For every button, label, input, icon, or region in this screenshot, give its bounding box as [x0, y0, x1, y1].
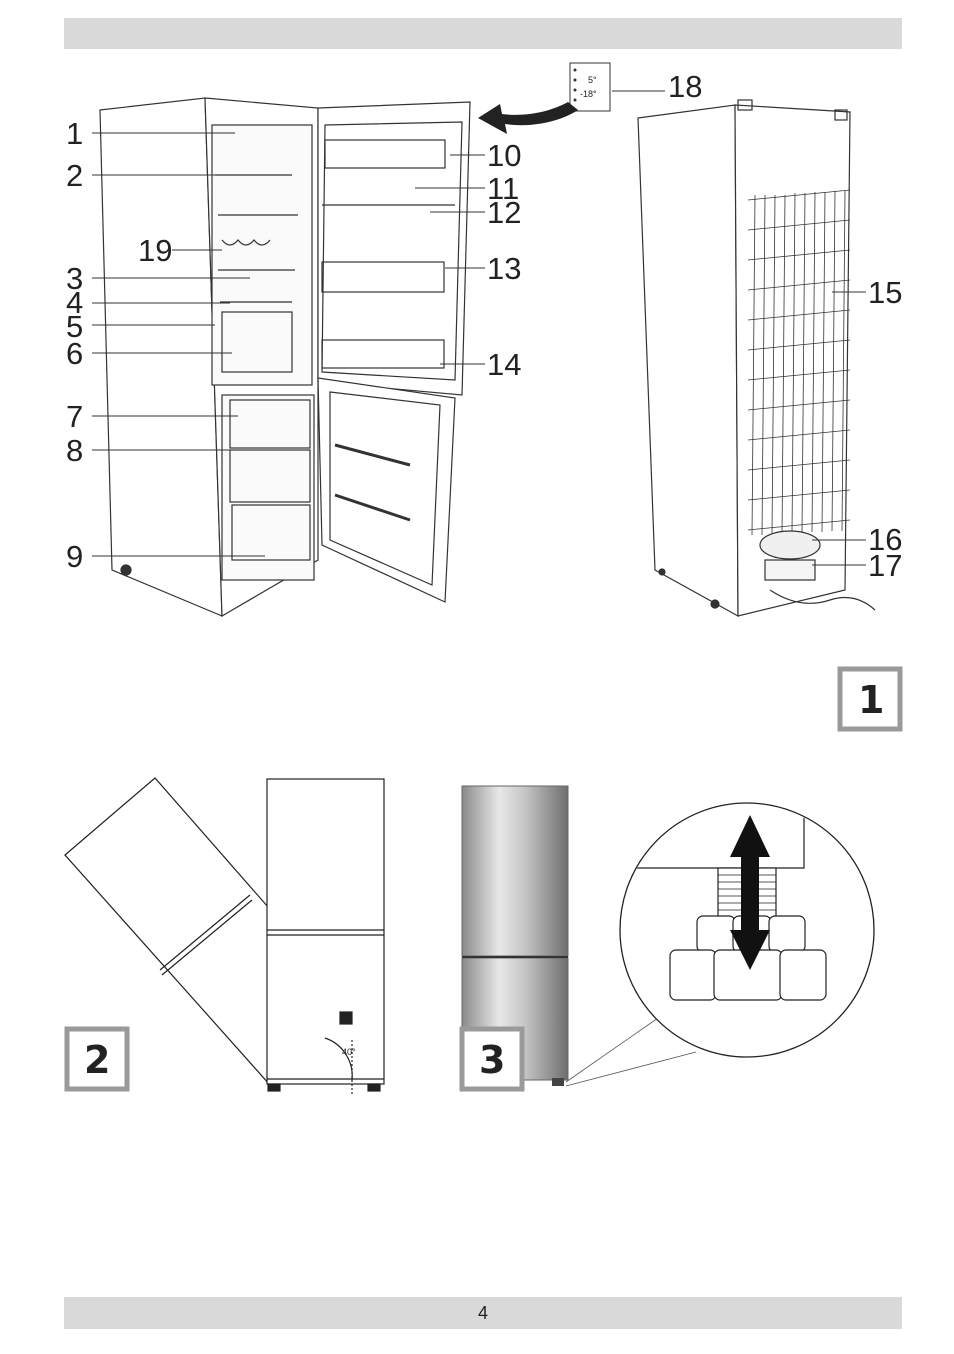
callouts-right: 10 11 12 13 14 18	[487, 69, 702, 382]
callouts-back: 15 16 17	[868, 275, 902, 583]
fridge-back-drawing	[637, 99, 876, 618]
svg-text:5°: 5°	[588, 75, 597, 85]
zoom-leader-lines	[565, 1017, 697, 1087]
stainless-fridge	[461, 785, 569, 1086]
footer-bar: 4	[64, 1297, 902, 1329]
svg-text:9: 9	[66, 539, 83, 574]
svg-text:17: 17	[868, 548, 902, 583]
svg-text:11: 11	[487, 171, 519, 206]
svg-text:4: 4	[66, 285, 83, 320]
svg-text:13: 13	[487, 251, 521, 286]
figure-1-label-box: 1	[837, 666, 903, 732]
tilt-angle-label: 40°	[342, 1047, 356, 1057]
svg-text:5: 5	[66, 309, 83, 344]
svg-text:16: 16	[868, 522, 902, 557]
figure-3-label-box: 3	[459, 1026, 525, 1092]
svg-text:3: 3	[479, 1038, 505, 1082]
svg-text:18: 18	[668, 69, 702, 104]
fridge-front-drawing	[99, 97, 471, 618]
svg-text:1: 1	[858, 678, 884, 722]
svg-text:10: 10	[487, 138, 521, 173]
svg-text:2: 2	[84, 1038, 110, 1082]
svg-text:6: 6	[66, 336, 83, 371]
svg-text:1: 1	[66, 116, 83, 151]
arrow-icon	[478, 102, 578, 134]
tilt-diagram	[64, 777, 385, 1095]
svg-text:3: 3	[66, 261, 83, 296]
svg-text:15: 15	[868, 275, 902, 310]
up-down-arrow-icon	[730, 815, 770, 970]
svg-text:7: 7	[66, 399, 83, 434]
svg-text:12: 12	[487, 195, 521, 230]
figure-2-label-box: 2	[64, 1026, 130, 1092]
leader-lines-left	[92, 132, 270, 557]
page-number: 4	[477, 1302, 488, 1323]
control-panel-inset: 5° -18°	[569, 62, 611, 112]
svg-text:2: 2	[66, 158, 83, 193]
leader-lines-back	[812, 291, 866, 566]
svg-text:14: 14	[487, 347, 521, 382]
header-bar	[64, 18, 902, 49]
foot-adjust-zoom	[619, 802, 875, 1058]
svg-text:8: 8	[66, 433, 83, 468]
callouts-left: 1 2 19 3 4 5 6 7 8 9	[66, 116, 172, 574]
svg-text:19: 19	[138, 233, 172, 268]
svg-text:-18°: -18°	[580, 89, 597, 99]
leader-lines-right	[415, 90, 665, 365]
